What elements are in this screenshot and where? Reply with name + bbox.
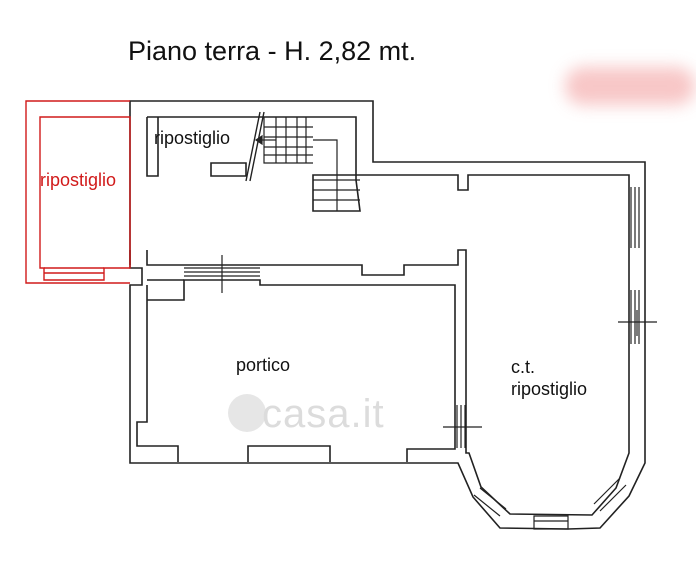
staircase [245,111,360,211]
watermark: casa.it [262,392,385,436]
windows [184,187,657,530]
room-label-ct: c.t. [511,357,536,377]
porch-wall [136,279,456,462]
watermark-logo-icon [228,394,266,432]
room-label-annex-storage: ripostiglio [40,170,117,190]
storage-wall-right [210,162,247,177]
room-label-porch: portico [236,355,291,375]
room-label-storage: ripostiglio [154,128,231,148]
floor-title: Piano terra - H. 2,82 mt. [128,36,417,66]
annex-storage [25,100,131,284]
outer-wall [129,100,646,530]
red-smudge [565,67,695,105]
room-label-ct-storage: ripostiglio [511,379,588,399]
storage-wall-left [146,117,159,177]
